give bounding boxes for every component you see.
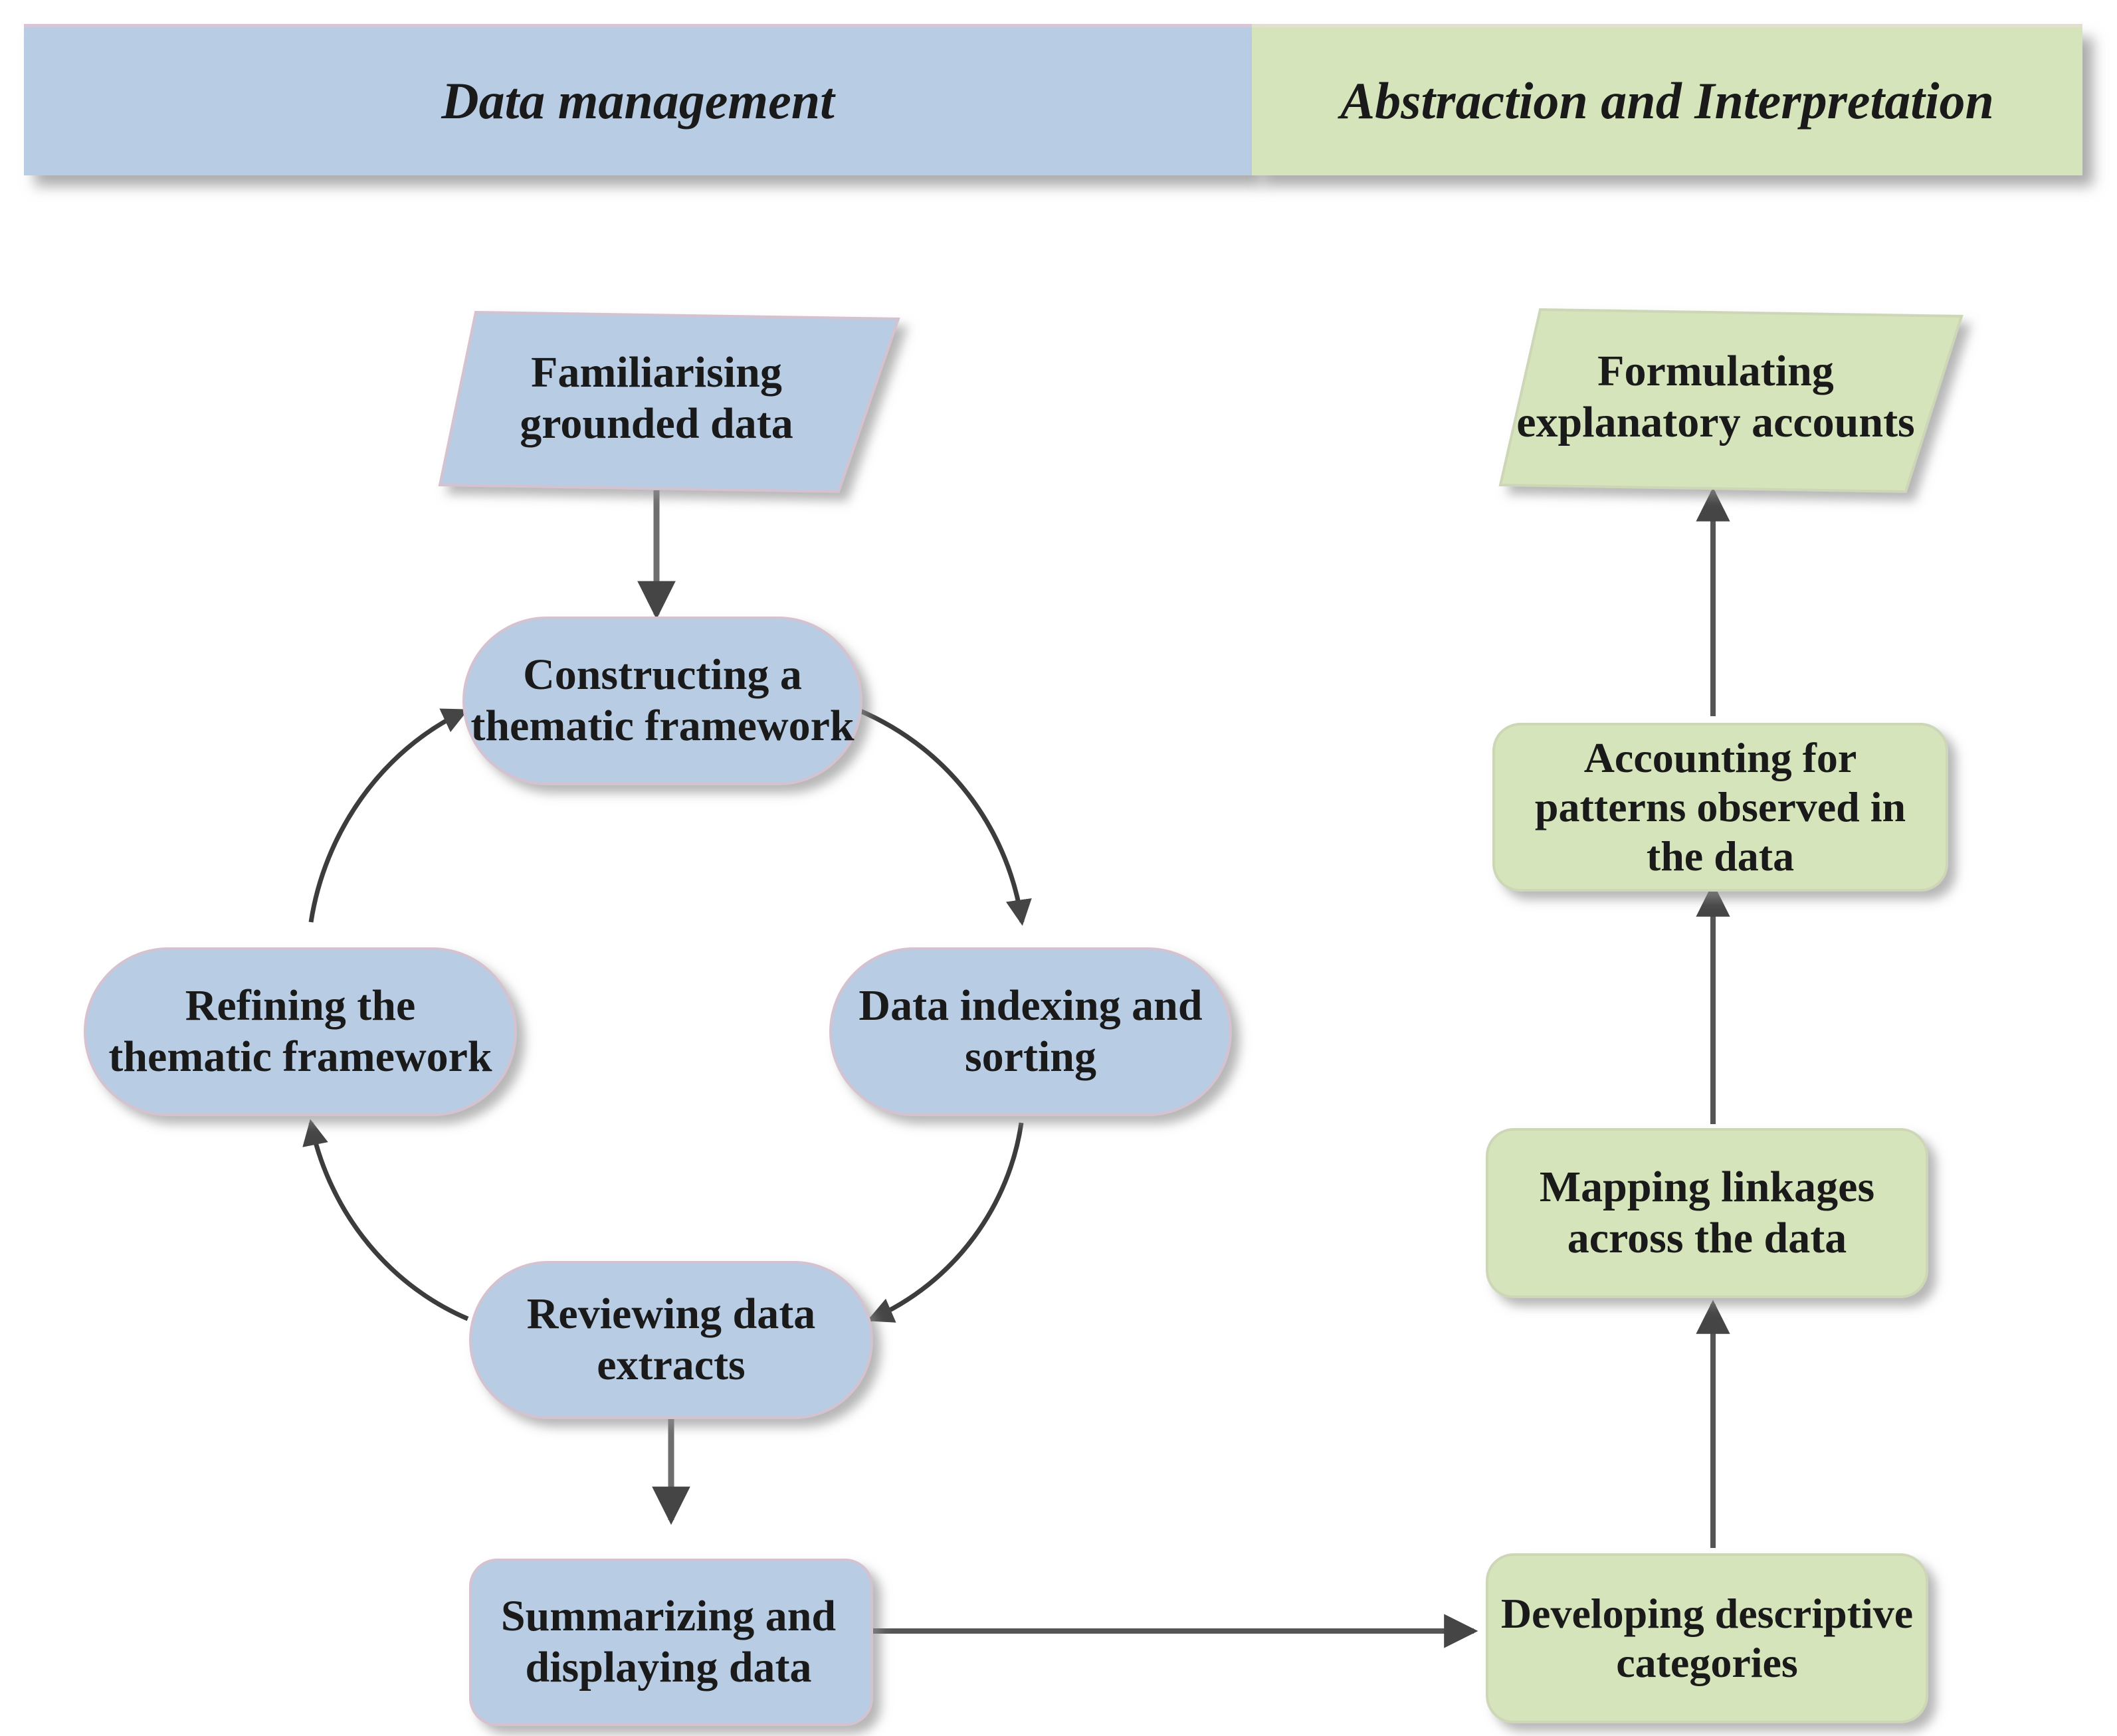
header-band-group bbox=[24, 24, 2082, 175]
header-band-top-accent-right bbox=[1252, 24, 2082, 27]
node-shape-mapping[interactable] bbox=[1486, 1128, 1928, 1298]
edge-refining-to-constructing bbox=[308, 708, 469, 923]
node-shape-summarizing[interactable] bbox=[469, 1559, 873, 1726]
node-shape-indexing[interactable] bbox=[829, 947, 1232, 1116]
node-shape-constructing[interactable] bbox=[462, 617, 862, 785]
node-shape-formulating[interactable] bbox=[1498, 308, 1964, 494]
edge-constructing-to-indexing bbox=[856, 707, 1032, 926]
node-shape-group bbox=[84, 308, 1964, 1726]
node-shape-refining[interactable] bbox=[84, 947, 517, 1116]
node-shape-reviewing[interactable] bbox=[469, 1261, 873, 1419]
header-band-data-management bbox=[24, 27, 1252, 175]
node-shape-accounting[interactable] bbox=[1492, 723, 1948, 892]
node-shape-developing[interactable] bbox=[1486, 1553, 1928, 1723]
header-band-abstraction-interpretation bbox=[1252, 27, 2082, 175]
node-shape-familiarising[interactable] bbox=[438, 310, 900, 494]
edge-indexing-to-reviewing bbox=[866, 1122, 1024, 1323]
edge-reviewing-to-refining bbox=[302, 1119, 469, 1321]
edge-group bbox=[302, 487, 1730, 1648]
header-band-top-accent-left bbox=[24, 24, 1252, 27]
